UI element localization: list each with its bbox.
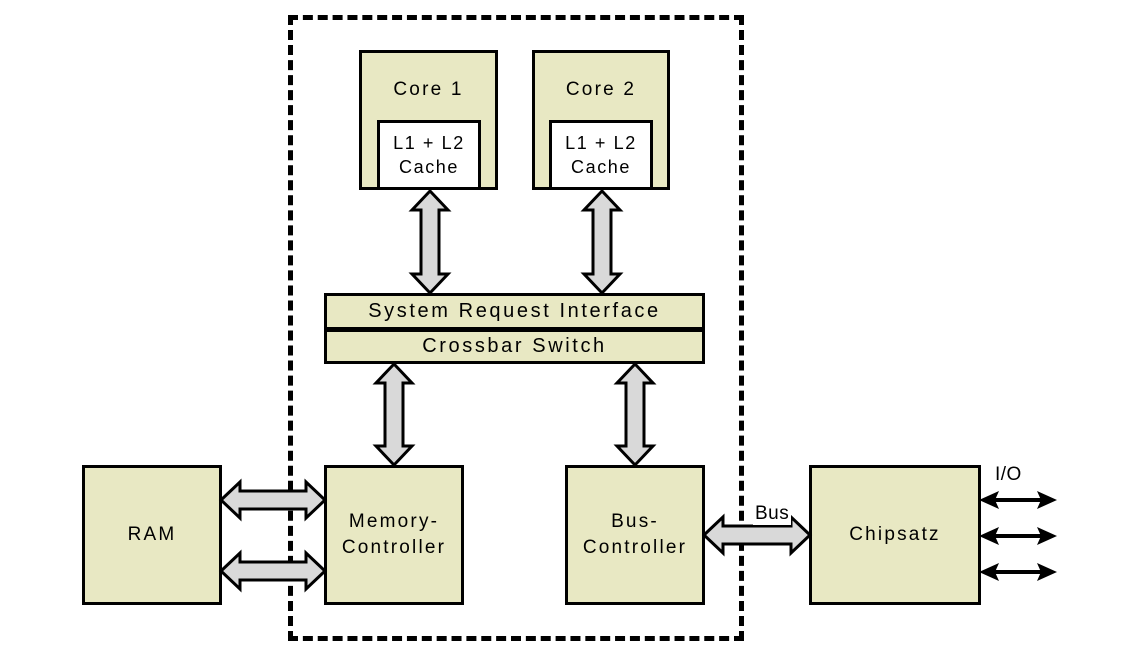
ram-to-memory-controller-arrow-lower bbox=[218, 549, 328, 593]
ram-block: RAM bbox=[82, 465, 222, 605]
bus-controller-line-2: Controller bbox=[582, 537, 688, 558]
ram-label: RAM bbox=[127, 524, 177, 546]
bus-connection-label-text: Bus bbox=[755, 503, 790, 524]
bus-controller-line-1: Bus- bbox=[611, 511, 659, 533]
core-2-to-sri-arrow bbox=[580, 188, 624, 296]
cpu-die-boundary bbox=[288, 15, 744, 641]
io-arrow-3 bbox=[979, 563, 1057, 581]
memory-controller-line-2: Controller bbox=[341, 537, 447, 558]
crossbar-switch-bar: Crossbar Switch bbox=[324, 329, 705, 364]
chipset-block: Chipsatz bbox=[809, 465, 981, 605]
core-1-cache-line-2: Cache bbox=[398, 157, 460, 177]
core-1-label: Core 1 bbox=[393, 79, 464, 100]
system-request-interface-bar: System Request Interface bbox=[324, 293, 705, 330]
crossbar-to-memory-controller-arrow bbox=[372, 361, 416, 468]
memory-controller-line-1: Memory- bbox=[348, 511, 440, 533]
chipset-label: Chipsatz bbox=[849, 524, 941, 546]
core-2-label: Core 2 bbox=[565, 79, 637, 100]
bus-controller-block: Bus- Controller bbox=[565, 465, 705, 605]
crossbar-switch-label: Crossbar Switch bbox=[422, 335, 607, 357]
bus-connection-label: Bus bbox=[753, 503, 792, 525]
io-connection-label: I/O bbox=[995, 464, 1022, 486]
core-1-cache-line-1: L1 + L2 bbox=[393, 132, 465, 153]
core-2-cache-block: L1 + L2 Cache bbox=[549, 120, 653, 190]
core-1-cache-block: L1 + L2 Cache bbox=[377, 120, 481, 190]
memory-controller-block: Memory- Controller bbox=[324, 465, 464, 605]
io-connection-label-text: I/O bbox=[995, 464, 1022, 485]
core-1-to-sri-arrow bbox=[408, 188, 452, 296]
ram-to-memory-controller-arrow-upper bbox=[218, 478, 328, 522]
core-2-cache-line-1: L1 + L2 bbox=[565, 132, 637, 153]
bus-controller-to-chipset-arrow bbox=[701, 513, 813, 557]
io-arrow-2 bbox=[979, 527, 1057, 545]
crossbar-to-bus-controller-arrow bbox=[613, 361, 657, 468]
core-2-cache-line-2: Cache bbox=[570, 157, 632, 177]
io-arrow-1 bbox=[979, 491, 1057, 509]
system-request-interface-label: System Request Interface bbox=[368, 300, 661, 322]
